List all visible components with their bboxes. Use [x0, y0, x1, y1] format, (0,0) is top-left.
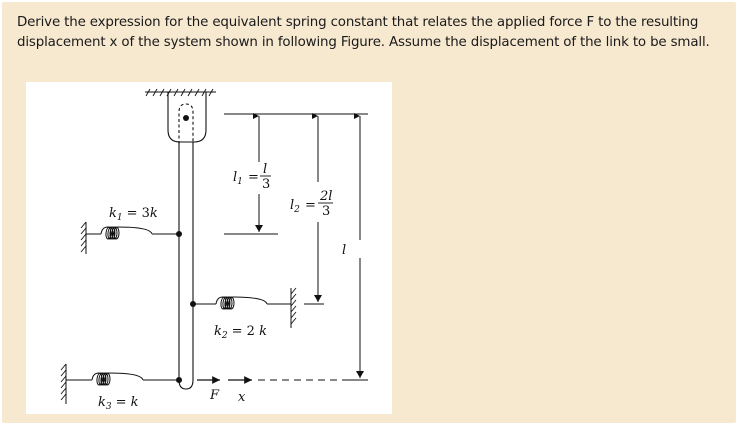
- l1-label: l1 = l 3: [233, 162, 271, 192]
- l-label: l: [342, 243, 346, 258]
- rigid-link: [178, 142, 194, 390]
- svg-text:=: =: [248, 170, 259, 185]
- svg-text:l: l: [263, 162, 267, 177]
- svg-text:3: 3: [322, 204, 330, 219]
- k1-label: k1= 3k: [109, 206, 158, 223]
- spring-k2: [190, 287, 297, 328]
- displacement-label: x: [238, 390, 246, 405]
- spring-system-figure: k1= 3k k2= 2 k: [26, 82, 392, 414]
- svg-text:l1: l1: [233, 170, 243, 187]
- k3-label: k3= k: [98, 395, 139, 412]
- svg-text:l2: l2: [290, 198, 300, 215]
- ceiling-support: [145, 88, 216, 97]
- spring-k3: [60, 363, 182, 404]
- pivot-bracket: [167, 92, 207, 144]
- dimension-lines: [224, 113, 368, 378]
- svg-text:=: =: [305, 198, 316, 213]
- svg-text:3: 3: [262, 177, 270, 192]
- spring-k1: [80, 221, 182, 254]
- force-label: F: [209, 388, 220, 403]
- l2-label: l2 = 2l 3: [290, 189, 333, 219]
- question-text: Derive the expression for the equivalent…: [17, 15, 710, 50]
- svg-text:2l: 2l: [319, 189, 332, 204]
- k2-label: k2= 2 k: [214, 324, 267, 341]
